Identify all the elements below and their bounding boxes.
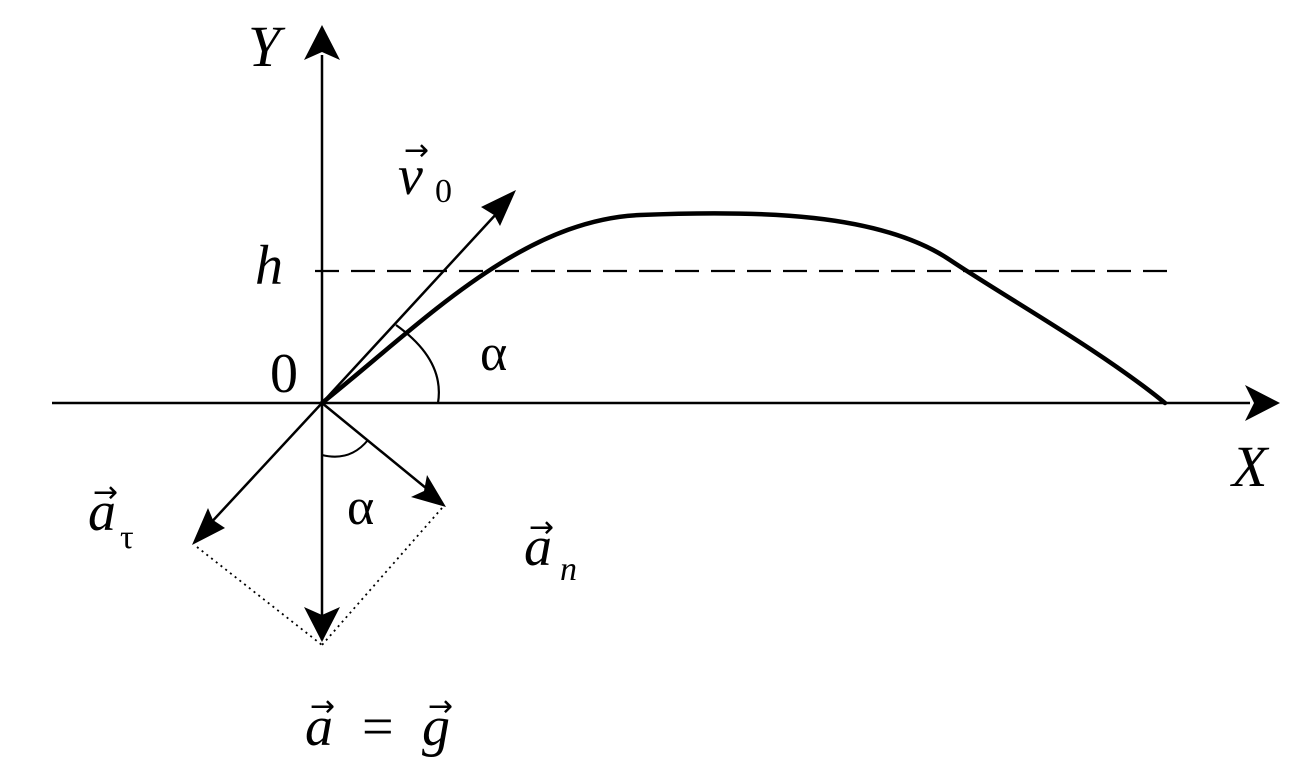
equation-a-vector-arrow: → — [310, 689, 335, 724]
height-label: h — [255, 235, 283, 297]
equation-g-vector-arrow: → — [428, 689, 453, 724]
velocity-symbol: v — [398, 145, 423, 207]
gravity-arrowhead — [304, 607, 340, 642]
y-axis-arrowhead — [304, 25, 340, 60]
a-n-symbol: a — [524, 516, 552, 578]
gravity-equation: → a = → g — [305, 689, 453, 758]
a-tau-subscript: τ — [120, 519, 134, 556]
angle-label-top: α — [480, 325, 507, 382]
equation-g-symbol: g — [422, 696, 450, 758]
gravity-vector — [304, 607, 340, 642]
y-axis-label: Y — [248, 14, 286, 79]
x-axis-label: X — [1230, 434, 1270, 499]
velocity-vector — [321, 190, 516, 404]
angle-arc-top — [395, 324, 440, 404]
a-n-subscript: n — [560, 551, 577, 588]
equation-equals: = — [362, 696, 394, 758]
y-axis — [304, 25, 340, 640]
angle-label-bottom: α — [347, 479, 374, 536]
a-tau-arrowhead — [192, 508, 225, 545]
velocity-arrowhead — [481, 190, 516, 226]
dotted-line-left — [196, 546, 323, 646]
a-n-vector — [321, 402, 446, 507]
x-axis-arrowhead — [1245, 385, 1280, 421]
velocity-label: → v 0 — [398, 133, 452, 210]
velocity-subscript: 0 — [435, 173, 452, 210]
origin-label: 0 — [270, 343, 298, 405]
a-n-label: → a n — [524, 510, 577, 588]
trajectory-curve — [319, 210, 1168, 406]
a-tau-vector-arrow: → — [93, 475, 118, 510]
a-tau-label: → a τ — [88, 475, 134, 556]
velocity-vector-arrow: → — [404, 133, 429, 168]
angle-arc-bottom — [321, 439, 369, 458]
a-n-vector-arrow: → — [529, 510, 554, 545]
equation-a-symbol: a — [305, 696, 333, 758]
a-n-arrowhead — [411, 475, 446, 507]
dotted-line-right — [321, 507, 443, 646]
x-axis — [52, 385, 1280, 421]
a-tau-vector — [192, 402, 323, 545]
a-tau-symbol: a — [88, 481, 116, 543]
